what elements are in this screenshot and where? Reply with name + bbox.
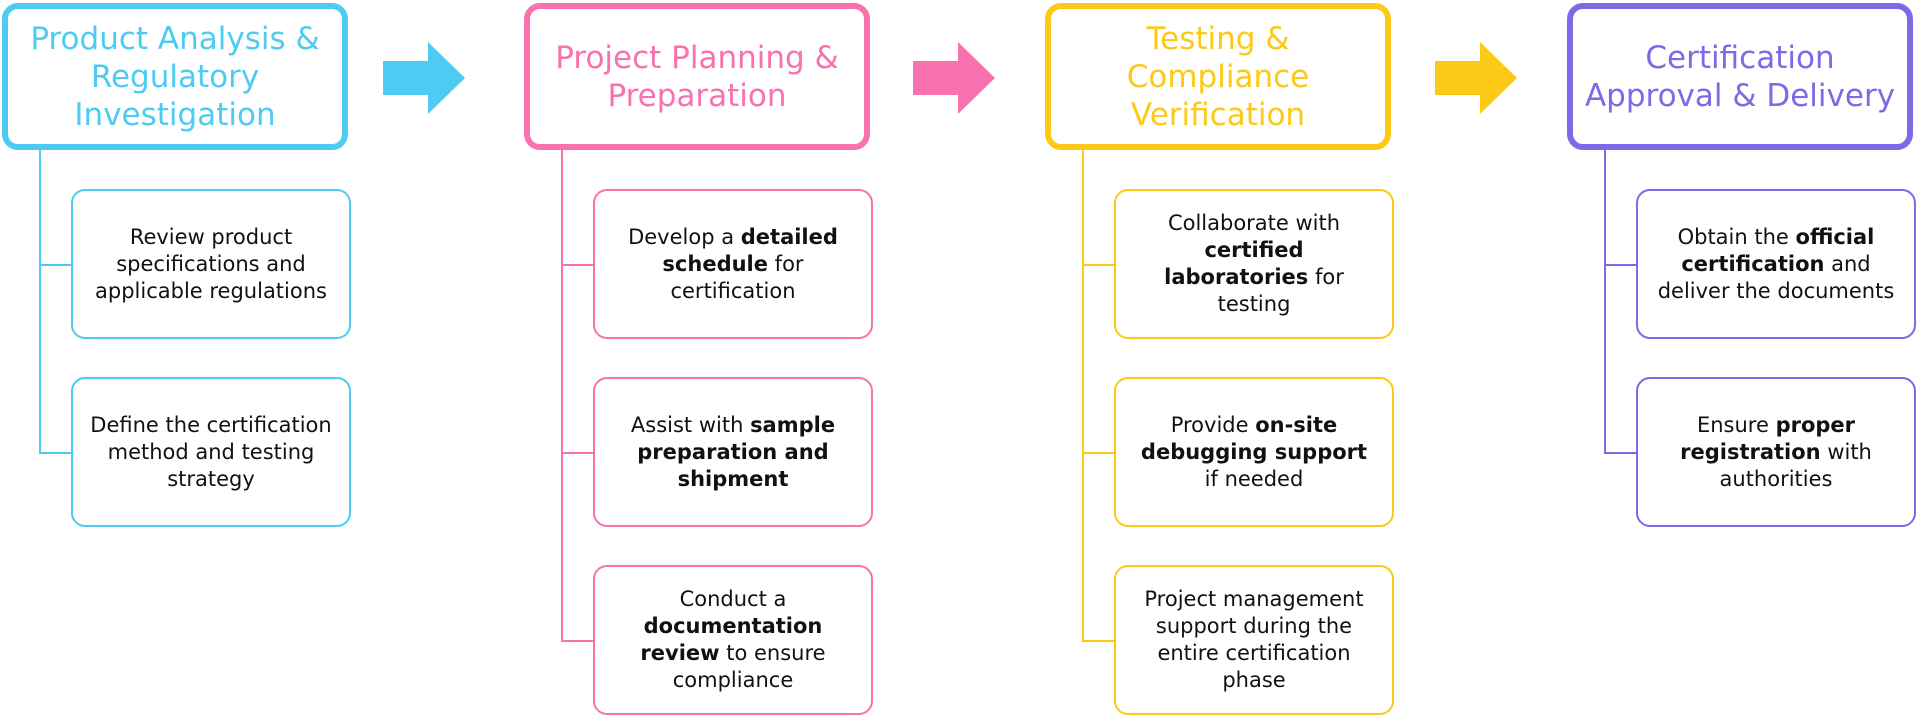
phase-1-connector xyxy=(39,150,41,454)
phase-1-step-2-card: Define the certification method and test… xyxy=(71,377,351,527)
phase-3-step-2-card: Provide on-site debugging support if nee… xyxy=(1114,377,1394,527)
step-text-run: to ensure compliance xyxy=(672,641,826,692)
step-text: Define the certification method and test… xyxy=(89,412,333,493)
step-text-run: with authorities xyxy=(1719,439,1872,491)
phase-1-step-2-connector xyxy=(39,452,71,454)
step-text-bold: certified laboratories xyxy=(1164,238,1309,289)
phase-3-header: Testing & Compliance Verification xyxy=(1045,3,1391,150)
phase-2-step-1-card: Develop a detailed schedule for certific… xyxy=(593,189,873,339)
phase-4-step-1-connector xyxy=(1604,264,1636,266)
phase-2-column: Project Planning & Preparation Develop a… xyxy=(522,0,1062,717)
phase-3-step-3-connector xyxy=(1082,640,1114,642)
step-text-run: Define the certification method and test… xyxy=(90,412,332,491)
step-text-run: Conduct a xyxy=(679,587,787,611)
phase-3-step-3-card: Project management support during the en… xyxy=(1114,565,1394,715)
phase-4-step-1-card: Obtain the official certification and de… xyxy=(1636,189,1916,339)
phase-1-step-1-card: Review product specifications and applic… xyxy=(71,189,351,339)
step-text-run: Review product specifications and applic… xyxy=(95,224,327,303)
phase-2-step-2-connector xyxy=(561,452,593,454)
phase-3-step-2-connector xyxy=(1082,452,1114,454)
step-text: Collaborate with certified laboratories … xyxy=(1132,210,1376,318)
step-text-run: Provide xyxy=(1170,412,1256,437)
step-text-run: Collaborate with xyxy=(1167,211,1341,235)
step-text-run: and deliver the documents xyxy=(1657,251,1895,303)
phase-2-step-2-card: Assist with sample preparation and shipm… xyxy=(593,377,873,527)
phase-2-step-3-connector xyxy=(561,640,593,642)
step-text-run: for certification xyxy=(670,251,804,303)
step-text: Review product specifications and applic… xyxy=(89,224,333,305)
phase-1-header: Product Analysis & Regulatory Investigat… xyxy=(2,3,348,150)
phase-2-title: Project Planning & Preparation xyxy=(555,39,839,114)
phase-3-column: Testing & Compliance Verification Collab… xyxy=(1043,0,1583,717)
phase-1-column: Product Analysis & Regulatory Investigat… xyxy=(0,0,540,717)
step-text: Assist with sample preparation and shipm… xyxy=(611,412,855,493)
step-text: Project management support during the en… xyxy=(1132,586,1376,694)
step-text-run: for testing xyxy=(1217,265,1344,316)
phase-4-column: Certification Approval & Delivery Obtain… xyxy=(1565,0,1921,717)
arrow-right-icon xyxy=(913,42,995,114)
phase-3-step-1-card: Collaborate with certified laboratories … xyxy=(1114,189,1394,339)
step-text-run: Project management support during the en… xyxy=(1144,587,1364,692)
phase-2-step-3-card: Conduct a documentation review to ensure… xyxy=(593,565,873,715)
step-text-bold: sample preparation and shipment xyxy=(637,412,836,491)
phase-3-title: Testing & Compliance Verification xyxy=(1126,20,1310,133)
step-text-bold: documentation review xyxy=(640,614,823,665)
phase-2-connector xyxy=(561,150,563,642)
step-text-run: Obtain the xyxy=(1677,224,1796,249)
phase-4-header: Certification Approval & Delivery xyxy=(1567,3,1913,150)
step-text-bold: detailed schedule xyxy=(662,224,838,276)
phase-4-connector xyxy=(1604,150,1606,454)
phase-1-title: Product Analysis & Regulatory Investigat… xyxy=(30,20,320,133)
step-text-run: if needed xyxy=(1204,466,1304,491)
step-text-run: Assist with xyxy=(630,412,751,437)
step-text: Conduct a documentation review to ensure… xyxy=(611,586,855,694)
phase-3-step-1-connector xyxy=(1082,264,1114,266)
arrow-right-icon xyxy=(383,42,465,114)
step-text-bold: on-site debugging support xyxy=(1140,412,1368,464)
phase-4-title: Certification Approval & Delivery xyxy=(1584,39,1896,114)
step-text: Develop a detailed schedule for certific… xyxy=(611,224,855,305)
step-text-bold: official certification xyxy=(1681,224,1875,276)
arrow-right-icon xyxy=(1435,42,1517,114)
step-text: Ensure proper registration with authorit… xyxy=(1654,412,1898,493)
step-text: Provide on-site debugging support if nee… xyxy=(1132,412,1376,493)
phase-4-step-2-card: Ensure proper registration with authorit… xyxy=(1636,377,1916,527)
phase-2-header: Project Planning & Preparation xyxy=(524,3,870,150)
step-text-run: Develop a xyxy=(628,224,741,249)
step-text: Obtain the official certification and de… xyxy=(1654,224,1898,305)
phase-3-connector xyxy=(1082,150,1084,642)
phase-2-step-1-connector xyxy=(561,264,593,266)
phase-4-step-2-connector xyxy=(1604,452,1636,454)
step-text-run: Ensure xyxy=(1696,412,1776,437)
phase-1-step-1-connector xyxy=(39,264,71,266)
step-text-bold: proper registration xyxy=(1680,412,1856,464)
